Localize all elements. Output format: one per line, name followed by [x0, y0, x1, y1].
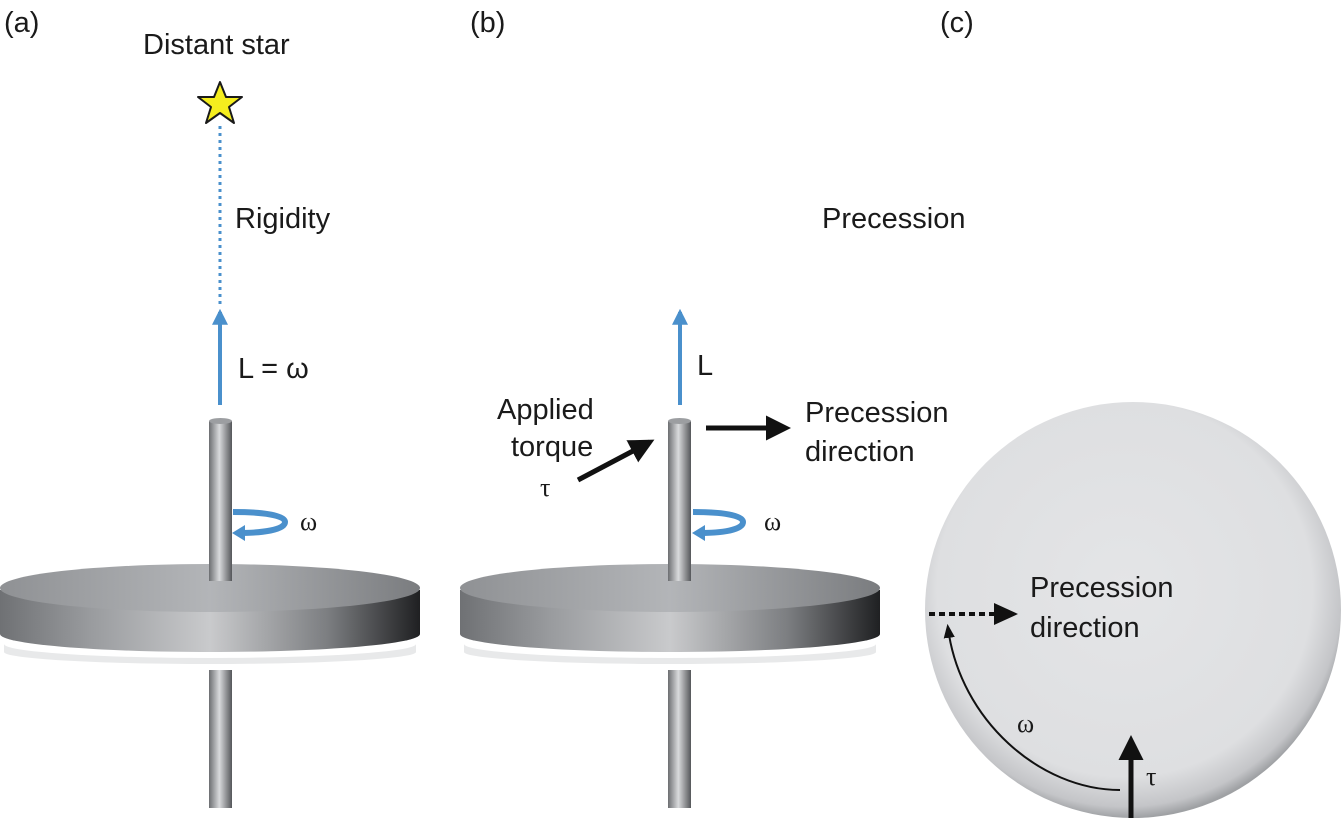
panel-b-tag: (b)	[470, 7, 505, 39]
lower-rod-b	[668, 670, 691, 808]
gyroscope-disk	[0, 564, 420, 664]
panel-b: (b) Precession L Applied torque τ Preces…	[460, 7, 965, 808]
momentum-label: L = ω	[238, 353, 309, 385]
torque-label-line1: Applied	[497, 394, 594, 426]
precession-label-c2: direction	[1030, 612, 1140, 644]
spin-arrow-icon-b	[692, 509, 747, 541]
precession-label-line1: Precession	[805, 397, 948, 429]
precession-label-c1: Precession	[1030, 572, 1173, 604]
upper-rod-b	[668, 421, 691, 581]
spin-label-c: ω	[1017, 709, 1034, 738]
rotation-arc	[943, 623, 1121, 791]
lower-rod	[209, 670, 232, 808]
spin-label-b: ω	[764, 507, 781, 536]
disk-top-view	[925, 402, 1341, 818]
star-icon	[197, 81, 243, 124]
precession-arrow-head	[994, 603, 1018, 625]
rigidity-label: Rigidity	[235, 203, 331, 235]
momentum-label-b: L	[697, 350, 713, 382]
panel-c-tag: (c)	[940, 7, 974, 39]
panel-a: (a) Distant star Rigidity L = ω ω	[0, 7, 420, 808]
torque-symbol-c: τ	[1146, 762, 1156, 791]
gyroscope-disk-b	[460, 564, 880, 664]
precession-label-line2: direction	[805, 436, 915, 468]
star-label: Distant star	[143, 29, 290, 61]
precession-title: Precession	[822, 203, 965, 235]
spin-arrow-icon	[232, 509, 289, 541]
spin-label: ω	[300, 507, 317, 536]
torque-label-line2: torque	[511, 431, 593, 463]
panel-c: (c) Precession direction ω τ	[925, 7, 1341, 818]
upper-rod	[209, 421, 232, 581]
applied-torque-arrow	[576, 439, 655, 483]
torque-symbol-b: τ	[540, 473, 550, 502]
panel-a-tag: (a)	[4, 7, 39, 39]
